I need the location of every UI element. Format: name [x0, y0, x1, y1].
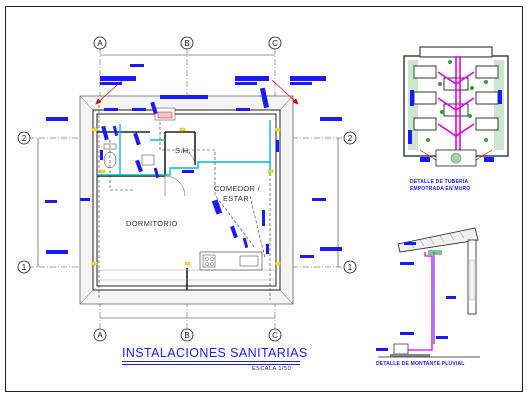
svg-text:1: 1	[22, 263, 27, 272]
annotation-blocks	[45, 64, 342, 258]
room-label-comedor: COMEDOR /	[214, 184, 261, 193]
axis-bubble-left-1: 1	[17, 260, 31, 274]
tuberia-green-dots	[426, 60, 488, 142]
pipe-label-tags	[100, 87, 279, 254]
axis-bubble-top-a: A	[93, 36, 107, 50]
svg-text:1: 1	[348, 263, 353, 272]
title-underline-2	[122, 364, 300, 365]
detail-pluvial	[376, 227, 480, 358]
svg-text:2: 2	[348, 134, 353, 143]
svg-text:B: B	[184, 39, 189, 48]
dimension-lines	[37, 54, 339, 319]
svg-text:2: 2	[22, 134, 27, 143]
scale-label: ESCALA 1/50	[252, 366, 292, 372]
yellow-markers	[91, 127, 281, 266]
tuberia-leaders	[419, 149, 493, 161]
drain-pipes	[98, 100, 271, 300]
axis-bubble-bottom-c: C	[268, 328, 282, 342]
axis-bubble-right-2: 2	[343, 131, 357, 145]
title-underline	[122, 361, 300, 362]
axis-bubble-top-c: C	[268, 36, 282, 50]
svg-text:C: C	[272, 331, 278, 340]
detail-pluvial-caption: DETALLE DE MONTANTE PLUVIAL	[376, 361, 465, 367]
tuberia-pipe	[437, 56, 475, 150]
drawing-title: INSTALACIONES SANITARIAS	[122, 346, 308, 360]
detail-tuberia-caption-2: EMPOTRADA EN MURO	[410, 186, 471, 192]
detail-tuberia	[403, 46, 509, 167]
detail-tuberia-caption-1: DETALLE DE TUBERIA	[410, 179, 469, 185]
room-label-dormitorio: DORMITORIO	[126, 219, 178, 228]
door-swings	[164, 150, 196, 197]
axis-bubble-right-1: 1	[343, 260, 357, 274]
tuberia-section	[435, 149, 477, 167]
sheet-border	[5, 6, 523, 392]
room-label-estar: ESTAR	[223, 194, 249, 203]
axis-bubble-top-b: B	[180, 36, 194, 50]
axis-bubble-bottom-a: A	[93, 328, 107, 342]
axis-bubble-bottom-b: B	[180, 328, 194, 342]
room-label-sh: S.H.	[175, 146, 191, 155]
eave-diagonals	[79, 95, 294, 305]
kitchen-counter	[199, 251, 263, 271]
axis-bubbles: A B C A B C 2 1 2 1	[17, 36, 357, 342]
svg-text:A: A	[97, 331, 103, 340]
svg-text:A: A	[97, 39, 103, 48]
svg-text:C: C	[272, 39, 278, 48]
svg-text:B: B	[184, 331, 189, 340]
axis-bubble-left-2: 2	[17, 131, 31, 145]
